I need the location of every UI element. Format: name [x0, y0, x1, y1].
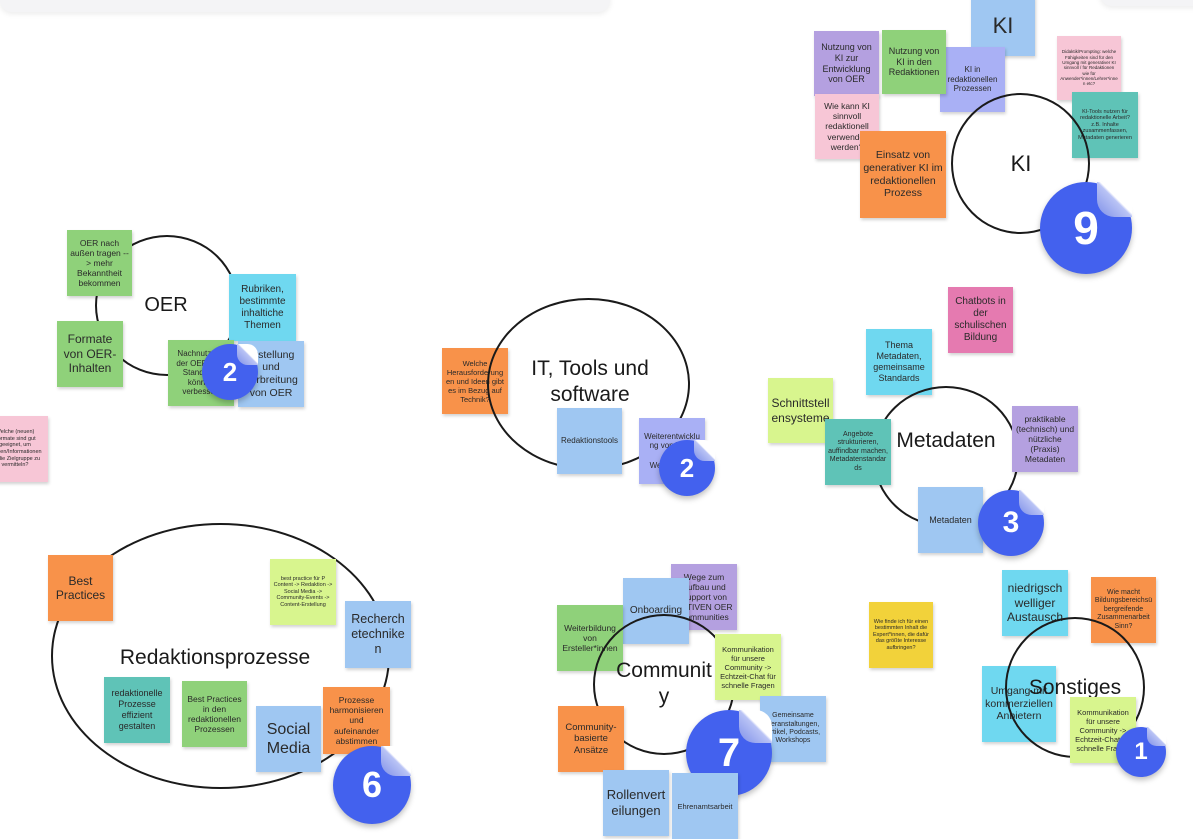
sticky-note[interactable]: Ehrenamtsarbeit — [672, 773, 738, 839]
page-curl-icon — [381, 746, 411, 776]
cluster-title-community: Community — [616, 659, 712, 709]
page-curl-icon — [693, 440, 715, 462]
vote-badge[interactable]: 9 — [1040, 182, 1132, 274]
cluster-title-sonstiges: Sonstiges — [1028, 676, 1122, 699]
page-curl-icon — [236, 344, 258, 366]
vote-badge[interactable]: 2 — [202, 344, 258, 400]
cluster-title-metadaten: Metadaten — [896, 429, 996, 452]
sticky-note[interactable]: Recherchetechniken — [345, 601, 411, 668]
sticky-note[interactable]: praktikable (technisch) und nützliche (P… — [1012, 406, 1078, 472]
sticky-note[interactable]: Formate von OER-Inhalten — [57, 321, 123, 387]
sticky-note[interactable]: Wege zum Aufbau und Support von AKTIVEN … — [671, 564, 737, 630]
sticky-note[interactable]: redaktionelle Prozesse effizient gestalt… — [104, 677, 170, 743]
vote-badge[interactable]: 1 — [1116, 727, 1166, 777]
sticky-note[interactable]: Rubriken, bestimmte inhaltiche Themen — [229, 274, 296, 341]
sticky-note[interactable]: Metadaten — [918, 487, 983, 553]
sticky-note[interactable]: Chatbots in der schulischen Bildung — [948, 287, 1013, 353]
page-curl-icon — [1018, 490, 1044, 516]
page-curl-icon — [739, 710, 772, 743]
sticky-note[interactable]: Best Practices — [48, 555, 113, 621]
sticky-note[interactable]: Rollenverteilungen — [603, 770, 669, 836]
sticky-note[interactable]: KI — [971, 0, 1035, 56]
top-right-toolbar-strip — [1100, 0, 1193, 6]
sticky-note[interactable]: Wie finde ich für einen bestimmten Inhal… — [869, 602, 933, 668]
sticky-note[interactable]: KI in redaktionellen Prozessen — [940, 47, 1005, 112]
sticky-note[interactable]: Social Media — [256, 706, 321, 772]
sticky-note[interactable]: Didaktik/Prompting: welche Fähigkeiten s… — [1057, 36, 1121, 100]
sticky-note[interactable]: Prozesse harmonisieren und aufeinander a… — [323, 687, 390, 754]
cluster-circle-ki — [951, 93, 1090, 234]
sticky-note[interactable]: KI-Tools nutzen für redaktionelle Arbeit… — [1072, 92, 1138, 158]
sticky-note[interactable]: OER nach außen tragen --> mehr Bekannthe… — [67, 230, 132, 296]
sticky-note[interactable]: Nutzung von KI in den Redaktionen — [882, 30, 946, 94]
sticky-note[interactable]: best practice für P Content -> Redaktion… — [270, 559, 336, 625]
sticky-note[interactable]: Schnittstellensysteme — [768, 378, 833, 443]
vote-badge[interactable]: 2 — [659, 440, 715, 496]
cluster-title-it: IT, Tools und software — [531, 357, 649, 407]
sticky-note[interactable]: Angebote strukturieren, auffindbar mache… — [825, 419, 891, 485]
cluster-title-oer: OER — [144, 294, 188, 316]
sticky-note[interactable]: Welche (neuen) Formate sind gut geeignet… — [0, 416, 48, 482]
sticky-note[interactable]: Kommunikation für unsere Community -> Ec… — [715, 634, 781, 700]
page-curl-icon — [1097, 182, 1132, 217]
cluster-title-redaktion: Redaktionsprozesse — [119, 646, 311, 669]
sticky-note[interactable]: Best Practices in den redaktionellen Pro… — [182, 681, 247, 747]
cluster-title-ki: KI — [1010, 151, 1032, 176]
sticky-note[interactable]: Einsatz von generativer KI im redaktione… — [860, 131, 946, 218]
top-toolbar-strip — [0, 0, 610, 12]
vote-badge[interactable]: 6 — [333, 746, 411, 824]
page-curl-icon — [1147, 727, 1166, 746]
sticky-note[interactable]: Nutzung von KI zur Entwicklung von OER — [814, 31, 879, 96]
sticky-note[interactable]: Redaktionstools — [557, 408, 622, 474]
sticky-note[interactable]: Thema Metadaten, gemeinsame Standards — [866, 329, 932, 395]
sticky-note[interactable]: Community-basierte Ansätze — [558, 706, 624, 772]
sticky-note[interactable]: Kommunikation für unsere Community -> Ec… — [1070, 697, 1136, 763]
vote-badge[interactable]: 3 — [978, 490, 1044, 556]
